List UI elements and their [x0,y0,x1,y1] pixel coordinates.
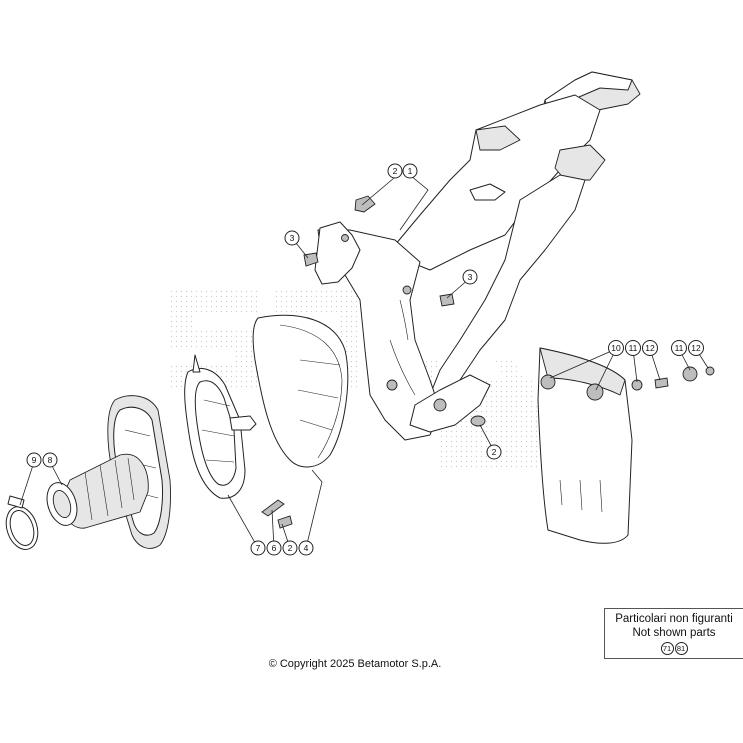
not-shown-parts-box: Particolari non figuranti Not shown part… [604,608,743,659]
not-shown-refs: 71 81 [605,642,743,655]
callout-group-frame: 2 1 [387,163,418,179]
ref-number: 81 [674,642,688,655]
callout-number: 11 [675,343,684,353]
callout-number: 1 [408,166,413,176]
callout-number: 2 [393,166,398,176]
air-filter-element [252,314,349,468]
rear-subframe [314,71,641,441]
not-shown-title-italian: Particolari non figuranti [615,613,733,625]
ref-number: 71 [660,642,674,655]
callout-left-screw: 3 [284,230,300,246]
callout-group-filter: 4 2 6 7 [250,540,314,556]
screw-left [303,252,319,267]
filter-cage [184,354,257,499]
callout-group-guard: 10 11 12 11 12 [608,340,704,356]
rubber-grommet-top [354,195,376,213]
callout-number: 8 [48,455,53,465]
copyright-text: © Copyright 2025 Betamotor S.p.A. [268,658,442,670]
callout-grommet: 2 [486,444,502,460]
callout-number: 4 [304,543,309,553]
callout-number: 3 [468,272,473,282]
screw-right [439,293,455,307]
callout-number: 9 [32,455,37,465]
small-hardware [261,195,486,529]
callout-number: 11 [629,343,638,353]
callout-right-screw: 3 [462,269,478,285]
callout-number: 7 [256,543,261,553]
nut [277,515,293,529]
spring-clip [261,499,285,517]
not-shown-title-english: Not shown parts [632,627,716,639]
callout-number: 2 [288,543,293,553]
callout-number: 2 [492,447,497,457]
grommet-lower [470,415,486,427]
rear-mudguard [537,347,715,544]
intake-boot-and-clamp [5,453,149,550]
callout-number: 3 [290,233,295,243]
callout-group-clamp: 9 8 [26,452,58,468]
callout-number: 12 [645,343,655,353]
callout-number: 10 [611,343,621,353]
callout-number: 6 [272,543,277,553]
callout-number: 12 [691,343,701,353]
